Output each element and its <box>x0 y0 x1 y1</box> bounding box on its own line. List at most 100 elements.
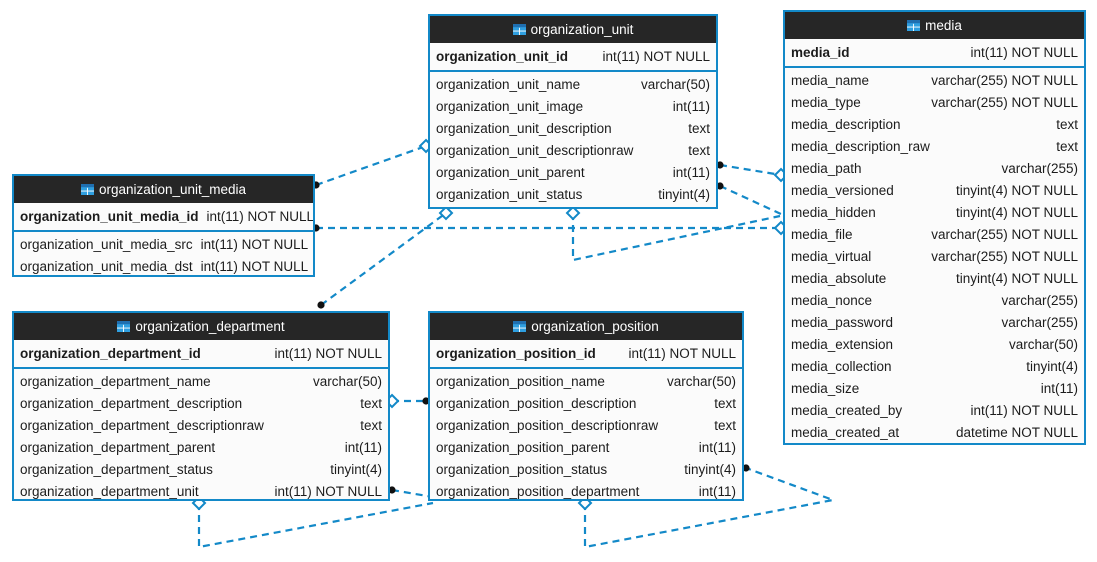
relationship-line <box>719 163 782 177</box>
table-title: organization_unit <box>530 22 634 37</box>
primary-key-row[interactable]: organization_department_id int(11) NOT NU… <box>14 340 388 369</box>
column-type: tinyint(4) <box>658 187 710 202</box>
column-name: organization_position_id <box>436 346 596 361</box>
column-row[interactable]: organization_department_status tinyint(4) <box>14 459 388 481</box>
column-row[interactable]: organization_unit_name varchar(50) <box>430 74 716 96</box>
table-title: organization_unit_media <box>98 182 247 197</box>
column-name: media_absolute <box>791 271 887 286</box>
table-icon <box>513 314 527 332</box>
column-type: text <box>1056 117 1078 132</box>
table-header-organization_department[interactable]: organization_department <box>14 313 388 340</box>
column-type: text <box>688 121 710 136</box>
relationship-rel-unit-status-to-media[interactable] <box>716 182 782 215</box>
column-name: organization_unit_parent <box>436 165 585 180</box>
column-name: media_collection <box>791 359 892 374</box>
relationship-line <box>391 488 434 499</box>
table-header-media[interactable]: media <box>785 12 1084 39</box>
column-row[interactable]: organization_unit_parent int(11) <box>430 162 716 184</box>
column-type: int(11) NOT NULL <box>970 45 1078 60</box>
column-row[interactable]: media_extension varchar(50) <box>785 334 1084 356</box>
column-row[interactable]: organization_department_parent int(11) <box>14 437 388 459</box>
column-type: int(11) NOT NULL <box>200 259 309 274</box>
primary-key-row[interactable]: organization_position_id int(11) NOT NULL <box>430 340 742 369</box>
relationship-rel-unit-image-to-media[interactable] <box>716 161 789 183</box>
column-row[interactable]: media_description text <box>785 114 1084 136</box>
relationship-rel-department-self-parent[interactable] <box>191 495 434 549</box>
column-type: varchar(50) <box>1008 337 1078 352</box>
column-name: media_password <box>791 315 894 330</box>
column-name: organization_department_id <box>20 346 201 361</box>
column-name: organization_unit_name <box>436 77 581 92</box>
column-name: organization_unit_media_src <box>20 237 193 252</box>
column-name: organization_department_status <box>20 462 213 477</box>
table-icon <box>512 17 526 35</box>
column-type: varchar(255) NOT NULL <box>931 249 1078 264</box>
column-type: varchar(50) <box>640 77 710 92</box>
table-header-organization_unit_media[interactable]: organization_unit_media <box>14 176 313 203</box>
column-type: int(11) <box>344 440 382 455</box>
relationship-rel-unit-media-dst-to-media[interactable] <box>312 220 789 236</box>
column-name: media_versioned <box>791 183 894 198</box>
column-type: text <box>714 396 736 411</box>
relationship-rel-department-unit-to-unit[interactable] <box>317 205 454 309</box>
column-type: int(11) NOT NULL <box>628 346 736 361</box>
relationship-line <box>719 185 782 215</box>
column-type: int(11) NOT NULL <box>274 346 382 361</box>
column-name: media_name <box>791 73 870 88</box>
relationship-rel-position-dept-to-department[interactable] <box>388 486 434 499</box>
table-header-organization_unit[interactable]: organization_unit <box>430 16 716 43</box>
column-name: media_extension <box>791 337 894 352</box>
column-type: int(11) <box>672 165 710 180</box>
column-type: tinyint(4) <box>330 462 382 477</box>
column-name: media_hidden <box>791 205 876 220</box>
relationship-rel-unit-self-parent[interactable] <box>565 205 781 262</box>
column-name: media_description <box>791 117 901 132</box>
column-name: organization_department_parent <box>20 440 216 455</box>
relationship-rel-department-desc-to-position[interactable] <box>384 393 430 409</box>
table-organization_unit_media[interactable]: organization_unit_media organization_unit… <box>12 174 315 277</box>
table-header-organization_position[interactable]: organization_position <box>430 313 742 340</box>
relationship-rel-unit-media-src-to-unit[interactable] <box>312 138 434 189</box>
column-type: varchar(255) NOT NULL <box>931 227 1078 242</box>
